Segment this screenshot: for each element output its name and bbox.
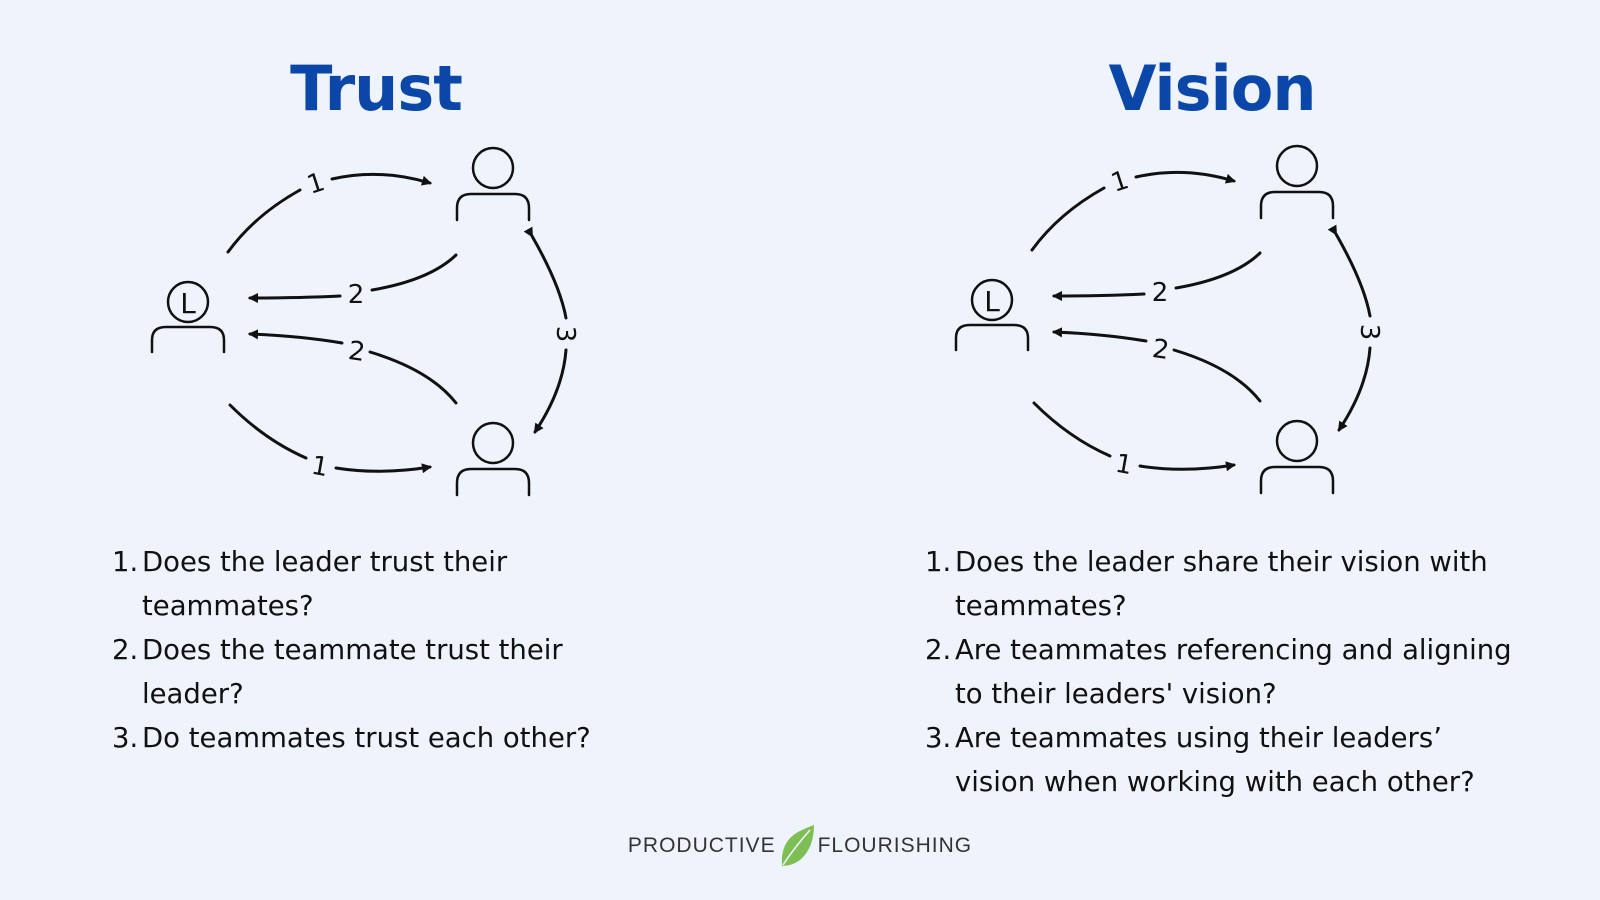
edge-label-bottom: 1 bbox=[1113, 449, 1135, 481]
teammate-bottom-person-icon bbox=[455, 421, 531, 497]
panel-title: Vision bbox=[1108, 52, 1316, 125]
arrow-3-side bbox=[523, 226, 568, 320]
arrow-2-lower bbox=[1172, 348, 1262, 403]
leaf-icon bbox=[781, 825, 814, 866]
trust-diagram-svg: L 1 2 2 1 3 bbox=[150, 146, 580, 497]
arrow-1-top bbox=[1030, 186, 1106, 252]
question-item: 3.Are teammates using their leaders’ vis… bbox=[925, 722, 1475, 798]
vision-panel: Vision bbox=[820, 0, 1600, 820]
question-item: 3.Do teammates trust each other? bbox=[112, 722, 591, 754]
leader-person-icon bbox=[150, 280, 226, 354]
vision-diagram-svg: L 1 2 2 1 3 bbox=[954, 144, 1384, 495]
edge-label-side: 3 bbox=[550, 326, 580, 343]
question-item: 2.Does the teammate trust their leader? bbox=[112, 634, 563, 710]
arrow-1-top bbox=[226, 188, 302, 254]
logo-word-right: FLOURISHING bbox=[817, 834, 973, 857]
logo-word-left: PRODUCTIVE bbox=[627, 834, 776, 857]
trust-questions: 1.Does the leader trust their teammates?… bbox=[112, 540, 632, 760]
teammate-top-person-icon bbox=[455, 146, 531, 222]
teammate-top-person-icon bbox=[1259, 144, 1335, 220]
panel-title: Trust bbox=[290, 52, 463, 125]
arrow-2-upper bbox=[1174, 251, 1262, 290]
leader-person-icon bbox=[954, 278, 1030, 352]
brand-logo: PRODUCTIVE FLOURISHING bbox=[0, 825, 1600, 866]
edge-label-side: 3 bbox=[1354, 324, 1384, 341]
edge-label-bottom: 1 bbox=[309, 451, 331, 483]
edge-label-upper-middle: 2 bbox=[348, 280, 365, 310]
edge-label-top: 1 bbox=[1107, 165, 1132, 199]
edge-label-lower-middle: 2 bbox=[346, 336, 367, 368]
vision-diagram: L 1 2 2 1 3 bbox=[820, 0, 1600, 520]
trust-diagram: L 1 2 2 1 3 bbox=[0, 0, 800, 520]
trust-panel: Trust bbox=[0, 0, 800, 820]
arrow-2-upper bbox=[370, 253, 458, 292]
leader-letter: L bbox=[180, 287, 196, 320]
question-item: 2.Are teammates referencing and aligning… bbox=[925, 634, 1512, 710]
question-item: 1.Does the leader share their vision wit… bbox=[925, 546, 1488, 622]
arrow-1-bottom bbox=[228, 403, 308, 460]
question-item: 1.Does the leader trust their teammates? bbox=[112, 546, 508, 622]
edge-label-lower-middle: 2 bbox=[1150, 334, 1171, 366]
arrow-3-side bbox=[1327, 224, 1372, 318]
teammate-bottom-person-icon bbox=[1259, 419, 1335, 495]
arrow-1-bottom bbox=[1032, 401, 1112, 458]
edge-label-top: 1 bbox=[303, 167, 328, 201]
edge-label-upper-middle: 2 bbox=[1152, 278, 1169, 308]
arrow-2-lower bbox=[368, 350, 458, 405]
vision-questions: 1.Does the leader share their vision wit… bbox=[925, 540, 1525, 804]
leader-letter: L bbox=[984, 285, 1000, 318]
